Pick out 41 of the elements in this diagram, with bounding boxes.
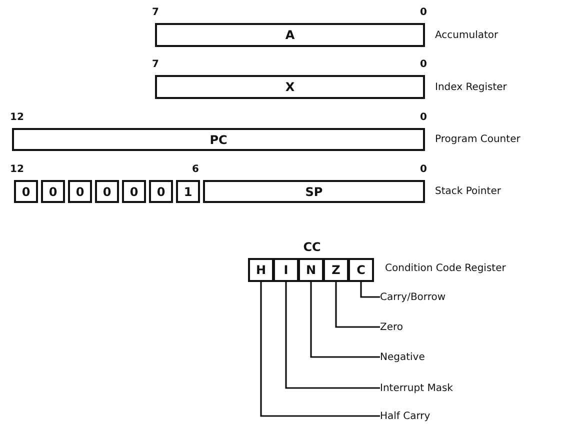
- register-field: H: [248, 258, 274, 282]
- bit-number: 0: [420, 7, 427, 18]
- register-label: Stack Pointer: [435, 186, 501, 197]
- bit-number: 6: [192, 164, 199, 175]
- register-label: Index Register: [435, 82, 507, 93]
- register-name: CC: [302, 240, 322, 254]
- leader-line: [260, 282, 380, 417]
- flag-name: Half Carry: [380, 409, 500, 423]
- flag-name: Zero: [380, 320, 500, 334]
- register-field: N: [298, 258, 324, 282]
- bit-number: 0: [420, 112, 427, 123]
- leader-line: [360, 282, 380, 298]
- register-field: X: [155, 75, 425, 99]
- register-field: Z: [323, 258, 349, 282]
- register-field: 0: [149, 180, 173, 203]
- register-field: A: [155, 23, 425, 47]
- leader-line: [335, 282, 380, 328]
- register-label: Condition Code Register: [385, 263, 506, 274]
- register-field: 0: [41, 180, 65, 203]
- register-field: 1: [176, 180, 200, 203]
- bit-number: 7: [152, 59, 159, 70]
- register-field: C: [348, 258, 374, 282]
- register-field: PC: [12, 128, 425, 151]
- flag-name: Negative: [380, 350, 500, 364]
- bit-number: 7: [152, 7, 159, 18]
- register-field: 0: [95, 180, 119, 203]
- bit-number: 0: [420, 164, 427, 175]
- register-field: 0: [68, 180, 92, 203]
- leader-line: [310, 282, 380, 358]
- register-field: 0: [14, 180, 38, 203]
- flag-name: Interrupt Mask: [380, 381, 500, 395]
- register-field: SP: [203, 180, 425, 203]
- flag-name: Carry/Borrow: [380, 290, 500, 304]
- bit-number: 12: [10, 164, 24, 175]
- register-field: I: [273, 258, 299, 282]
- bit-number: 12: [10, 112, 24, 123]
- leader-line: [285, 282, 380, 389]
- register-label: Program Counter: [435, 134, 520, 145]
- register-field: 0: [122, 180, 146, 203]
- bit-number: 0: [420, 59, 427, 70]
- register-label: Accumulator: [435, 30, 498, 41]
